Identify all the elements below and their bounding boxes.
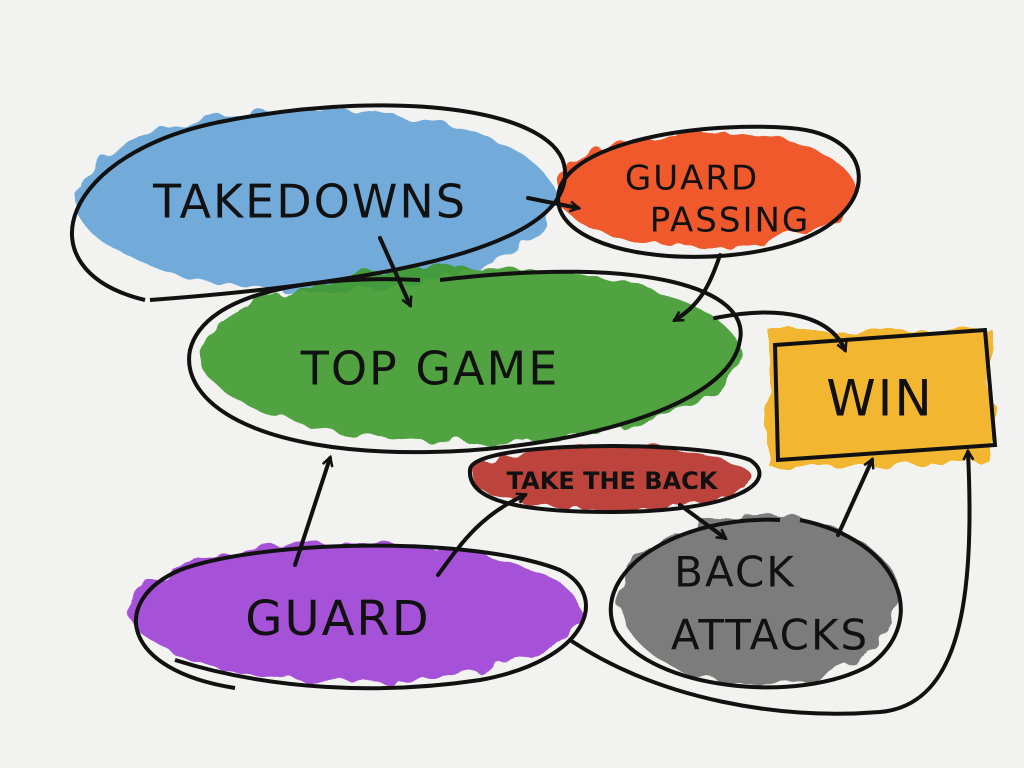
edge-takedowns-to-guard-passing xyxy=(526,196,578,208)
takedowns-label: TAKEDOWNS xyxy=(152,175,467,229)
back-attacks-label-line2: ATTACKS xyxy=(671,611,869,660)
back-attacks-fill xyxy=(620,515,900,685)
edge-guard-to-win xyxy=(568,452,970,716)
guard-outline xyxy=(133,543,588,691)
take-the-back-label: TAKE THE BACK xyxy=(507,467,719,495)
back-attacks-outline xyxy=(608,517,903,690)
edge-guard-to-top-game xyxy=(293,458,330,567)
guard-passing-fill xyxy=(555,132,855,248)
takedowns-outline xyxy=(70,103,568,302)
guard-passing-label-line2: PASSING xyxy=(650,201,811,241)
edge-top-game-to-win xyxy=(713,310,845,350)
win-outline xyxy=(772,327,998,463)
guard-label: GUARD xyxy=(245,591,430,647)
guard-fill xyxy=(130,542,580,682)
win-label: WIN xyxy=(826,370,934,428)
edge-take-the-back-to-back-attacks xyxy=(678,503,725,538)
top-game-outline xyxy=(187,269,743,455)
edge-guard-passing-to-top-game xyxy=(675,253,722,322)
edge-takedowns-to-top-game xyxy=(378,236,410,305)
top-game-fill xyxy=(200,267,740,443)
back-attacks-label-line1: BACK xyxy=(674,548,796,597)
guard-passing-label-line1: GUARD xyxy=(625,159,759,199)
edge-back-attacks-to-win xyxy=(836,460,872,537)
takedowns-fill xyxy=(75,110,555,290)
edge-guard-to-take-the-back xyxy=(436,495,525,577)
guard-passing-outline xyxy=(556,124,861,259)
win-fill xyxy=(768,330,993,465)
top-game-label: TOP GAME xyxy=(300,342,560,396)
take-the-back-fill xyxy=(472,446,752,510)
